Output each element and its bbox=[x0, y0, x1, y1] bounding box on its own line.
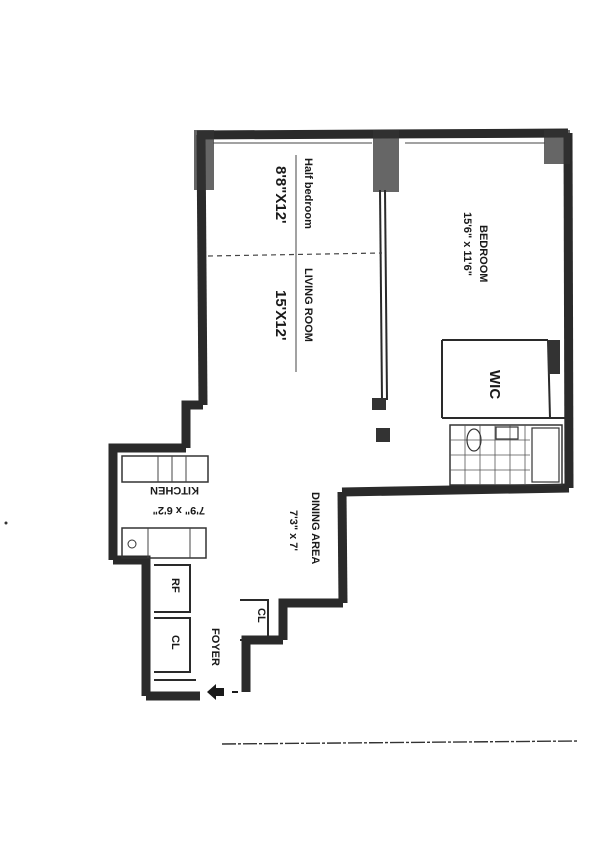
dining-name: DINING AREA bbox=[309, 492, 321, 564]
foyer-label-group: FOYER bbox=[209, 628, 221, 666]
toilet bbox=[466, 428, 482, 452]
living-room-dims: 15'X12' bbox=[272, 290, 289, 341]
living-room-label-group: LIVING ROOM bbox=[302, 268, 314, 342]
dining-dims: 7'3" x 7' bbox=[287, 510, 299, 551]
wic-jamb bbox=[548, 340, 560, 374]
kitchen-dims-group: 7'9" x 6'2" bbox=[153, 504, 205, 516]
kitchen-fixtures bbox=[121, 455, 209, 559]
kitchen-counter bbox=[121, 455, 209, 483]
partition-end bbox=[372, 398, 386, 410]
half-bedroom-label-group: Half bedroom bbox=[302, 158, 314, 229]
sink bbox=[495, 426, 519, 440]
living-room-dims-group: 15'X12' bbox=[272, 290, 289, 341]
dining-label-group: DINING AREA bbox=[309, 492, 321, 564]
door-jamb bbox=[376, 428, 390, 442]
bathroom bbox=[449, 424, 563, 486]
bathtub bbox=[531, 427, 560, 483]
foyer-closet-label-group: CL bbox=[255, 608, 267, 623]
corner-shade-top-right bbox=[544, 130, 570, 164]
partition-wall-inner bbox=[379, 189, 383, 401]
wall-bottom-right bbox=[341, 483, 570, 497]
corner-shade-top-left bbox=[194, 130, 214, 190]
bedroom-dims: 15'6" x 11'6" bbox=[461, 212, 473, 276]
wall-dining-right bbox=[337, 491, 348, 604]
half-bedroom-dims-group: 8'8"X12' bbox=[272, 166, 289, 224]
partition-wall bbox=[384, 189, 388, 401]
half-bedroom-name: Half bedroom bbox=[302, 158, 314, 229]
foyer-name: FOYER bbox=[209, 628, 221, 666]
wall-step-2 bbox=[241, 635, 283, 692]
living-room-name: LIVING ROOM bbox=[302, 268, 314, 342]
bedroom-label-group: BEDROOM bbox=[477, 225, 489, 282]
wall-kitchen-top bbox=[108, 443, 186, 560]
foyer-closet-name: CL bbox=[255, 608, 267, 623]
stove bbox=[121, 527, 207, 559]
wic-label-group: WIC bbox=[486, 370, 503, 399]
wall-left-jog bbox=[181, 400, 203, 448]
bedroom-dims-group: 15'6" x 11'6" bbox=[461, 212, 473, 276]
wic-name: WIC bbox=[486, 370, 503, 399]
rf-box bbox=[154, 564, 191, 613]
kitchen-label-group: KITCHEN bbox=[150, 484, 199, 496]
half-bedroom-divider bbox=[207, 252, 383, 257]
wall-kitchen-left-lower bbox=[113, 555, 151, 696]
kitchen-dims: 7'9" x 6'2" bbox=[153, 504, 205, 516]
kitchen-closet-box bbox=[154, 617, 191, 673]
dining-dims-group: 7'3" x 7' bbox=[287, 510, 299, 551]
bedroom-name: BEDROOM bbox=[477, 225, 489, 282]
foyer-closet-box bbox=[240, 599, 269, 641]
kitchen-name: KITCHEN bbox=[150, 484, 199, 496]
burner bbox=[127, 539, 137, 549]
column-shade bbox=[373, 130, 399, 192]
wall-step-1 bbox=[278, 598, 343, 640]
page-rule bbox=[221, 740, 579, 745]
wall-right bbox=[563, 132, 574, 489]
kitchen-closet-name: CL bbox=[169, 635, 181, 650]
half-bedroom-dims: 8'8"X12' bbox=[272, 166, 289, 224]
rf-name: RF bbox=[169, 578, 181, 593]
arrow-left-icon bbox=[207, 684, 238, 700]
scan-speck bbox=[4, 521, 8, 525]
kitchen-closet-label-group: CL bbox=[169, 635, 181, 650]
rf-label-group: RF bbox=[169, 578, 181, 593]
